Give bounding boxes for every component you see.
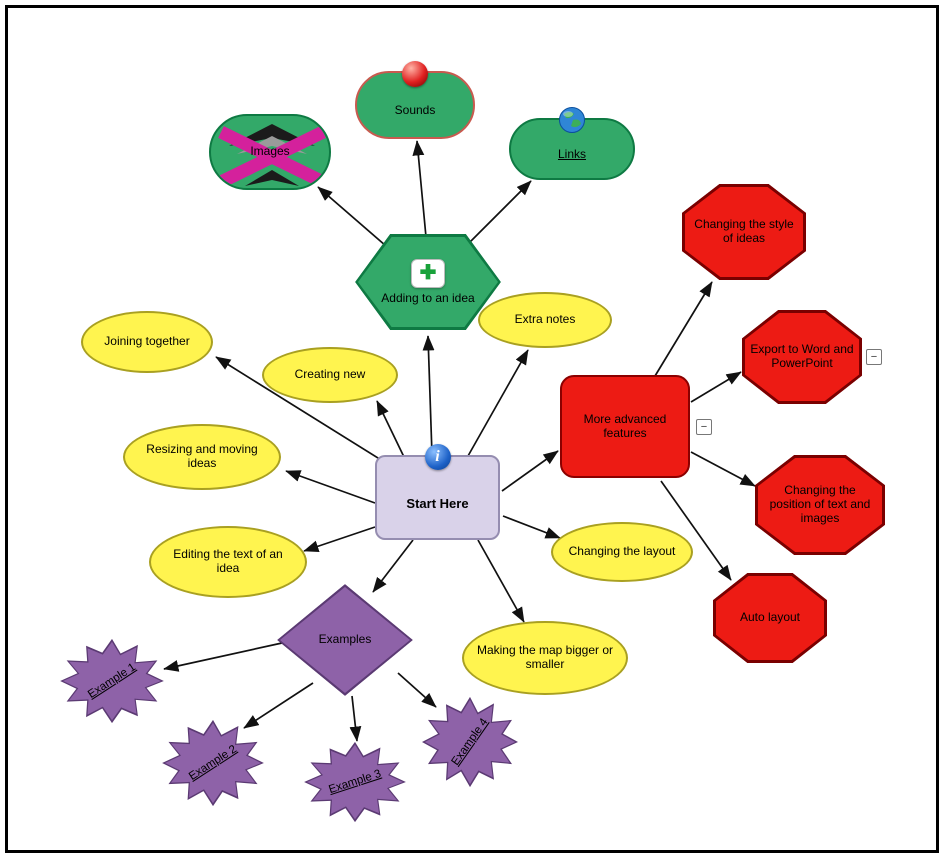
collapse-button-advanced[interactable]: − (696, 419, 712, 435)
node-more-advanced-features[interactable]: More advanced features (560, 375, 690, 478)
node-export-word-powerpoint[interactable]: Export to Word and PowerPoint (742, 310, 862, 404)
node-label: Sounds (394, 103, 436, 118)
node-changing-style-of-ideas[interactable]: Changing the style of ideas (682, 184, 806, 280)
node-label: Changing the style of ideas (694, 217, 794, 245)
node-label: Joining together (104, 334, 190, 349)
node-changing-position-text-images[interactable]: Changing the position of text and images (755, 455, 885, 555)
octagon-fill (758, 458, 882, 552)
node-editing-the-text[interactable]: Editing the text of an idea (149, 526, 307, 598)
images-picture (211, 116, 329, 188)
node-label: Creating new (294, 367, 366, 382)
globe-icon (558, 106, 586, 138)
node-sounds[interactable]: Sounds (355, 61, 475, 139)
node-label: Adding to an idea (381, 290, 475, 305)
octagon-fill (685, 187, 803, 277)
node-links[interactable]: Links (509, 107, 635, 180)
node-label: Example 3 (327, 767, 383, 797)
node-making-map-bigger[interactable]: Making the map bigger or smaller (462, 621, 628, 695)
node-label: Export to Word and PowerPoint (750, 342, 854, 370)
node-label: Links (557, 147, 586, 162)
node-example-1[interactable]: Example 1 (58, 638, 166, 724)
node-label: More advanced features (583, 411, 667, 440)
node-start-here[interactable]: i Start Here (375, 444, 500, 540)
node-extra-notes[interactable]: Extra notes (478, 292, 612, 348)
node-creating-new[interactable]: Creating new (262, 347, 398, 403)
node-label: Making the map bigger or smaller (476, 643, 614, 671)
node-label: Changing the position of text and images (769, 483, 871, 525)
node-label: Examples (318, 632, 372, 647)
node-label: Resizing and moving ideas (146, 442, 258, 470)
add-plus-icon: ✚ (411, 258, 445, 288)
node-label: Changing the layout (568, 544, 676, 559)
node-images[interactable]: Images (209, 114, 331, 190)
node-label: Auto layout (739, 610, 801, 625)
node-changing-the-layout[interactable]: Changing the layout (551, 522, 693, 582)
node-adding-to-an-idea[interactable]: ✚ Adding to an idea (355, 234, 501, 330)
info-icon: i (424, 444, 451, 470)
octagon-fill (716, 576, 824, 660)
node-label: Start Here (406, 496, 469, 512)
node-auto-layout[interactable]: Auto layout (713, 573, 827, 663)
node-joining-together[interactable]: Joining together (81, 311, 213, 373)
collapse-button-export[interactable]: − (866, 349, 882, 365)
node-label: Images (250, 144, 290, 159)
node-label: Editing the text of an idea (173, 547, 283, 575)
node-label: Extra notes (514, 312, 576, 327)
node-example-2[interactable]: Example 2 (160, 719, 266, 807)
node-example-3[interactable]: Example 3 (302, 741, 408, 823)
sound-sphere-icon (402, 61, 428, 87)
octagon-fill (745, 313, 859, 401)
node-example-4[interactable]: Example 4 (420, 696, 520, 788)
node-resizing-and-moving-ideas[interactable]: Resizing and moving ideas (123, 424, 281, 490)
